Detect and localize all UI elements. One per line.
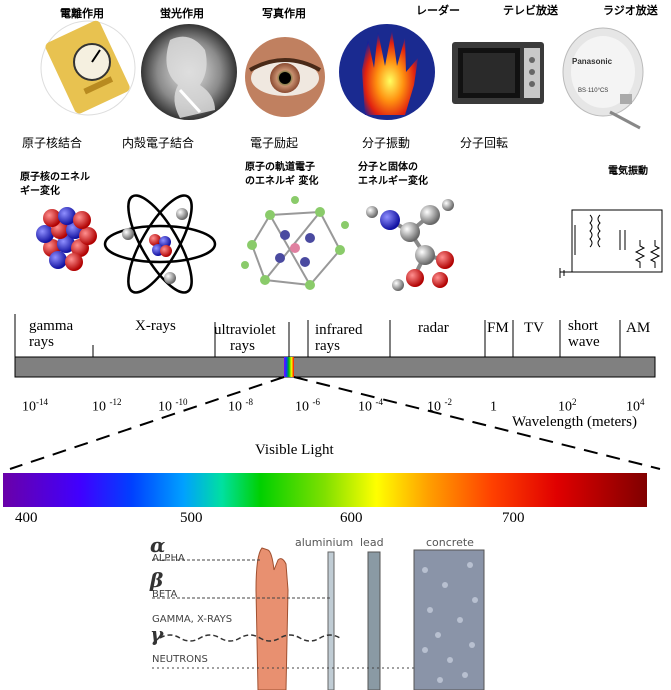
zoom-lines [9,376,661,470]
band-am: AM [626,320,651,336]
visible-tick-500: 500 [180,510,203,526]
label-electron-excitation: 電子励起 [250,136,299,150]
label-photographic: 写真作用 [262,7,306,20]
wavelength-tick: 10 -8 [228,397,253,415]
band-radar: radar [418,320,449,336]
label-molecular-vibration: 分子振動 [362,136,411,150]
wavelength-tick: 10 -12 [92,397,122,415]
label-molecule-energy-2: エネルギー変化 [358,176,428,187]
label-tv-broadcast: テレビ放送 [503,4,558,17]
visible-tick-400: 400 [15,510,38,526]
wavelength-tick: 1 [490,399,497,415]
label-nuclear-binding: 原子核結合 [22,136,83,150]
dish-brand-text: Panasonic [572,57,613,66]
lead-label: lead [360,536,384,549]
visible-spectrum-bar [3,473,647,507]
aluminium-label: aluminium [295,536,354,549]
eye-image [245,37,325,117]
label-radio-broadcast: ラジオ放送 [603,4,658,17]
beta-symbol: β [150,568,164,592]
visible-tick-600: 600 [340,510,363,526]
label-electric-oscillation: 電気振動 [608,166,648,177]
wavelength-tick: 10 -4 [358,397,383,415]
dosimeter-image [40,20,136,116]
label-orbital-energy-2: のエネルギ 変化 [245,176,319,187]
satellite-dish-image [562,27,644,130]
penetration-diagram [152,547,485,690]
neutrons-label: NEUTRONS [152,654,208,665]
atom-image [103,194,217,294]
spectrum-bar [14,314,656,378]
top-illustrations [36,20,663,294]
gamma-label: GAMMA, X-RAYS [152,614,233,625]
label-nucleus-energy-1: 原子核のエネル [20,172,90,183]
band-xrays: X-rays [135,318,176,334]
circuit-diagram-image [559,209,663,278]
alpha-label: ALPHA [152,553,185,564]
beta-label: BETA [152,589,178,600]
label-radar-jp: レーダー [416,4,460,17]
wavelength-axis-label: Wavelength (meters) [512,414,637,430]
band-tv: TV [524,320,544,336]
microwave-image [452,42,544,104]
xray-image [141,24,237,120]
alpha-symbol: α [150,533,166,557]
label-molecule-energy-1: 分子と固体の [358,162,418,173]
label-fluorescence: 蛍光作用 [160,7,204,20]
dish-model-text: BS·110°CS [578,88,609,94]
wavelength-tick: 102 [558,397,577,415]
visible-light-title: Visible Light [255,442,334,458]
amino-acid-image [366,199,454,291]
orbital-molecule-image [241,196,349,290]
visible-tick-700: 700 [502,510,525,526]
label-molecular-rotation: 分子回転 [460,136,509,150]
nucleus-image [36,207,97,271]
wavelength-tick: 10 -10 [158,397,188,415]
label-ionization: 電離作用 [60,7,104,20]
band-fm: FM [487,320,509,336]
label-orbital-energy-1: 原子の軌道電子 [245,162,315,173]
wavelength-tick: 10 -6 [295,397,320,415]
wavelength-tick: 10-14 [22,397,48,415]
label-nucleus-energy-2: ギー変化 [20,186,60,197]
label-inner-shell: 内殻電子結合 [122,136,195,150]
gamma-symbol: γ [150,622,164,646]
wavelength-tick: 104 [626,397,645,415]
concrete-label: concrete [426,536,474,549]
thermal-hand-image [339,24,435,120]
